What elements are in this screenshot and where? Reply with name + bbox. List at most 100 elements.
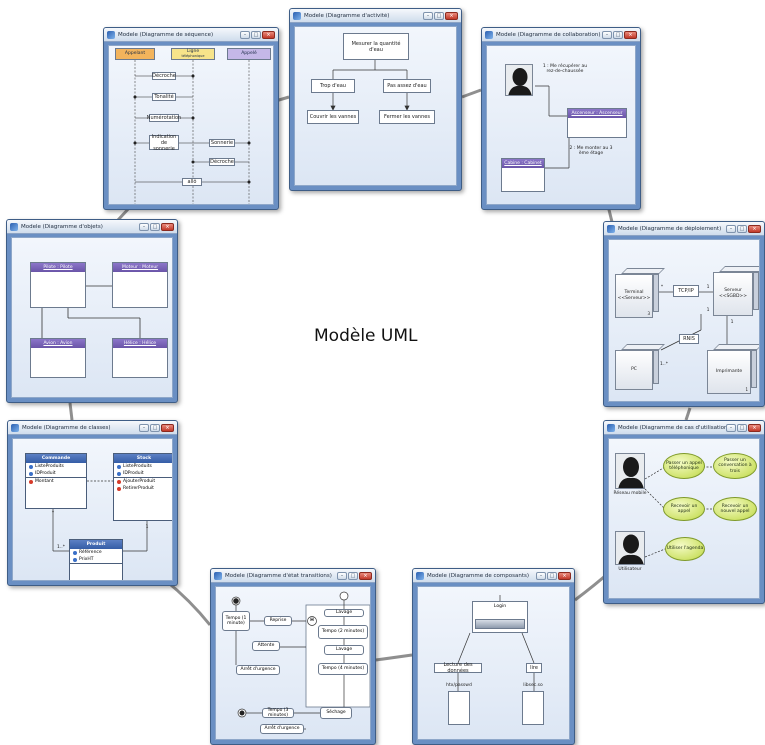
class-produit[interactable]: Produit Référence PrixHT xyxy=(69,539,123,580)
maximize-button[interactable]: □ xyxy=(547,571,557,580)
activity-node[interactable]: Pas assez d'eau xyxy=(383,79,431,93)
maximize-button[interactable]: □ xyxy=(251,30,261,39)
interface-label[interactable]: Lecture des données xyxy=(434,662,482,674)
usecase-ellipse[interactable]: Recevoir un nouvel appel xyxy=(713,497,757,521)
activity-diagram-window[interactable]: Modele (Diagramme d'activité) – □ × Mesu… xyxy=(289,8,462,191)
class-attribute: PrixHT xyxy=(79,557,94,562)
message-label: 2 : Me monter au 3 ème étage xyxy=(569,146,613,157)
object-helice[interactable]: Hélice : Hélice xyxy=(112,338,168,378)
class-operation: AjouterProduit xyxy=(123,479,156,484)
minimize-button[interactable]: – xyxy=(726,423,736,432)
object-cabine[interactable]: Cabine : Cabinet xyxy=(501,158,545,192)
window-titlebar[interactable]: Modele (Diagramme de séquence) – □ × xyxy=(104,28,278,42)
object-pilote[interactable]: Pilote : Pilote xyxy=(30,262,86,308)
minimize-button[interactable]: – xyxy=(423,11,433,20)
class-operation: RetirerProduit xyxy=(123,486,154,491)
file-component[interactable] xyxy=(448,691,470,725)
close-button[interactable]: × xyxy=(359,571,372,580)
node-pc[interactable]: PC xyxy=(615,344,665,390)
object-ascenseur[interactable]: Ascenseur : Ascenseur xyxy=(567,108,627,138)
activity-node[interactable]: Trop d'eau xyxy=(311,79,355,93)
link-tcpip[interactable]: TCP/IP xyxy=(673,285,699,297)
maximize-button[interactable]: □ xyxy=(737,423,747,432)
diagram-canvas: Appelant Ligne téléphonique Appelé Décro… xyxy=(108,45,274,205)
activity-node[interactable]: Couvrir les vannes xyxy=(307,110,359,124)
close-button[interactable]: × xyxy=(624,30,637,39)
close-button[interactable]: × xyxy=(161,423,174,432)
window-titlebar[interactable]: Modele (Diagramme de déploiement) – □ × xyxy=(604,222,764,236)
state[interactable]: Reprise xyxy=(264,616,292,626)
usecase-ellipse[interactable]: Passer un conversation à trois xyxy=(713,453,757,479)
window-titlebar[interactable]: Modele (Diagramme de composants) – □ × xyxy=(413,569,574,583)
diagram-canvas: Terminal <<Serveur>> 3 * TCP/IP 1 Serveu… xyxy=(608,239,760,402)
close-button[interactable]: × xyxy=(262,30,275,39)
minimize-button[interactable]: – xyxy=(240,30,250,39)
minimize-button[interactable]: – xyxy=(602,30,612,39)
usecase-ellipse[interactable]: Passer un appel téléphonique xyxy=(663,453,705,479)
collaboration-diagram-window[interactable]: Modele (Diagramme de collaboration) – □ … xyxy=(481,27,641,210)
window-title: Modele (Diagramme d'état transitions) xyxy=(225,572,332,579)
node-serveur[interactable]: Serveur <<SGBD>> xyxy=(713,266,759,316)
state[interactable]: Séchage xyxy=(320,707,352,719)
maximize-button[interactable]: □ xyxy=(348,571,358,580)
message-label: Indication de sonnerie xyxy=(149,134,179,152)
state[interactable]: Tempo (3 minutes) xyxy=(262,708,294,718)
maximize-button[interactable]: □ xyxy=(150,222,160,231)
app-icon xyxy=(11,423,19,432)
file-component[interactable] xyxy=(522,691,544,725)
attribute-icon xyxy=(117,464,121,469)
lifeline-ligne[interactable]: Ligne téléphonique xyxy=(171,48,215,60)
window-titlebar[interactable]: Modele (Diagramme de classes) – □ × xyxy=(8,421,177,435)
minimize-button[interactable]: – xyxy=(726,224,736,233)
close-button[interactable]: × xyxy=(748,224,761,233)
window-titlebar[interactable]: Modele (Diagramme de collaboration) – □ … xyxy=(482,28,640,42)
minimize-button[interactable]: – xyxy=(337,571,347,580)
state[interactable]: Tempo (2 minutes) xyxy=(318,625,368,639)
window-titlebar[interactable]: Modele (Diagramme d'état transitions) – … xyxy=(211,569,375,583)
maximize-button[interactable]: □ xyxy=(737,224,747,233)
attribute-icon xyxy=(117,471,121,476)
window-title: Modele (Diagramme d'objets) xyxy=(21,223,103,230)
state[interactable]: Tempo (1 minute) xyxy=(222,611,250,631)
close-button[interactable]: × xyxy=(161,222,174,231)
state[interactable]: Lavage xyxy=(324,609,364,617)
class-commande[interactable]: Commande ListeProduits IDProduit Montant xyxy=(25,453,87,509)
link-rnis[interactable]: RNIS xyxy=(679,334,699,344)
window-titlebar[interactable]: Modele (Diagramme de cas d'utilisation) … xyxy=(604,421,764,435)
component-diagram-window[interactable]: Modele (Diagramme de composants) – □ × xyxy=(412,568,575,745)
activity-node[interactable]: Mesurer la quantité d'eau xyxy=(343,33,409,60)
node-terminal[interactable]: Terminal <<Serveur>> 3 xyxy=(615,268,665,318)
object-moteur[interactable]: Moteur : Moteur xyxy=(112,262,168,308)
object-diagram-window[interactable]: Modele (Diagramme d'objets) – □ × Pilote… xyxy=(6,219,178,403)
window-titlebar[interactable]: Modele (Diagramme d'objets) – □ × xyxy=(7,220,177,234)
class-diagram-window[interactable]: Modele (Diagramme de classes) – □ × Comm… xyxy=(7,420,178,586)
node-index: 1 xyxy=(745,387,748,392)
close-button[interactable]: × xyxy=(748,423,761,432)
usecase-ellipse[interactable]: Recevoir un appel xyxy=(663,497,705,521)
usecase-diagram-window[interactable]: Modele (Diagramme de cas d'utilisation) … xyxy=(603,420,765,604)
minimize-button[interactable]: – xyxy=(139,423,149,432)
class-stock[interactable]: Stock ListeProduits IDProduit AjouterPro… xyxy=(113,453,172,521)
state[interactable]: Tempo (4 minutes) xyxy=(318,663,368,675)
maximize-button[interactable]: □ xyxy=(613,30,623,39)
window-titlebar[interactable]: Modele (Diagramme d'activité) – □ × xyxy=(290,9,461,23)
usecase-ellipse[interactable]: Utiliser l'agenda xyxy=(665,537,705,561)
deployment-diagram-window[interactable]: Modele (Diagramme de déploiement) – □ × … xyxy=(603,221,765,407)
minimize-button[interactable]: – xyxy=(139,222,149,231)
state[interactable]: Lavage xyxy=(324,645,364,655)
lifeline-appele[interactable]: Appelé xyxy=(227,48,271,60)
window-title: Modele (Diagramme de cas d'utilisation) xyxy=(618,424,726,431)
node-imprimante[interactable]: Imprimante 1 xyxy=(707,344,759,394)
close-button[interactable]: × xyxy=(558,571,571,580)
interface-label[interactable]: lire xyxy=(526,663,542,673)
component-login[interactable]: Login xyxy=(472,601,528,633)
statechart-diagram-window[interactable]: Modele (Diagramme d'état transitions) – … xyxy=(210,568,376,745)
object-avion[interactable]: Avion : Avion xyxy=(30,338,86,378)
sequence-diagram-window[interactable]: Modele (Diagramme de séquence) – □ × xyxy=(103,27,279,210)
minimize-button[interactable]: – xyxy=(536,571,546,580)
maximize-button[interactable]: □ xyxy=(150,423,160,432)
activity-node[interactable]: Fermer les vannes xyxy=(379,110,435,124)
maximize-button[interactable]: □ xyxy=(434,11,444,20)
lifeline-appelant[interactable]: Appelant xyxy=(115,48,155,60)
close-button[interactable]: × xyxy=(445,11,458,20)
